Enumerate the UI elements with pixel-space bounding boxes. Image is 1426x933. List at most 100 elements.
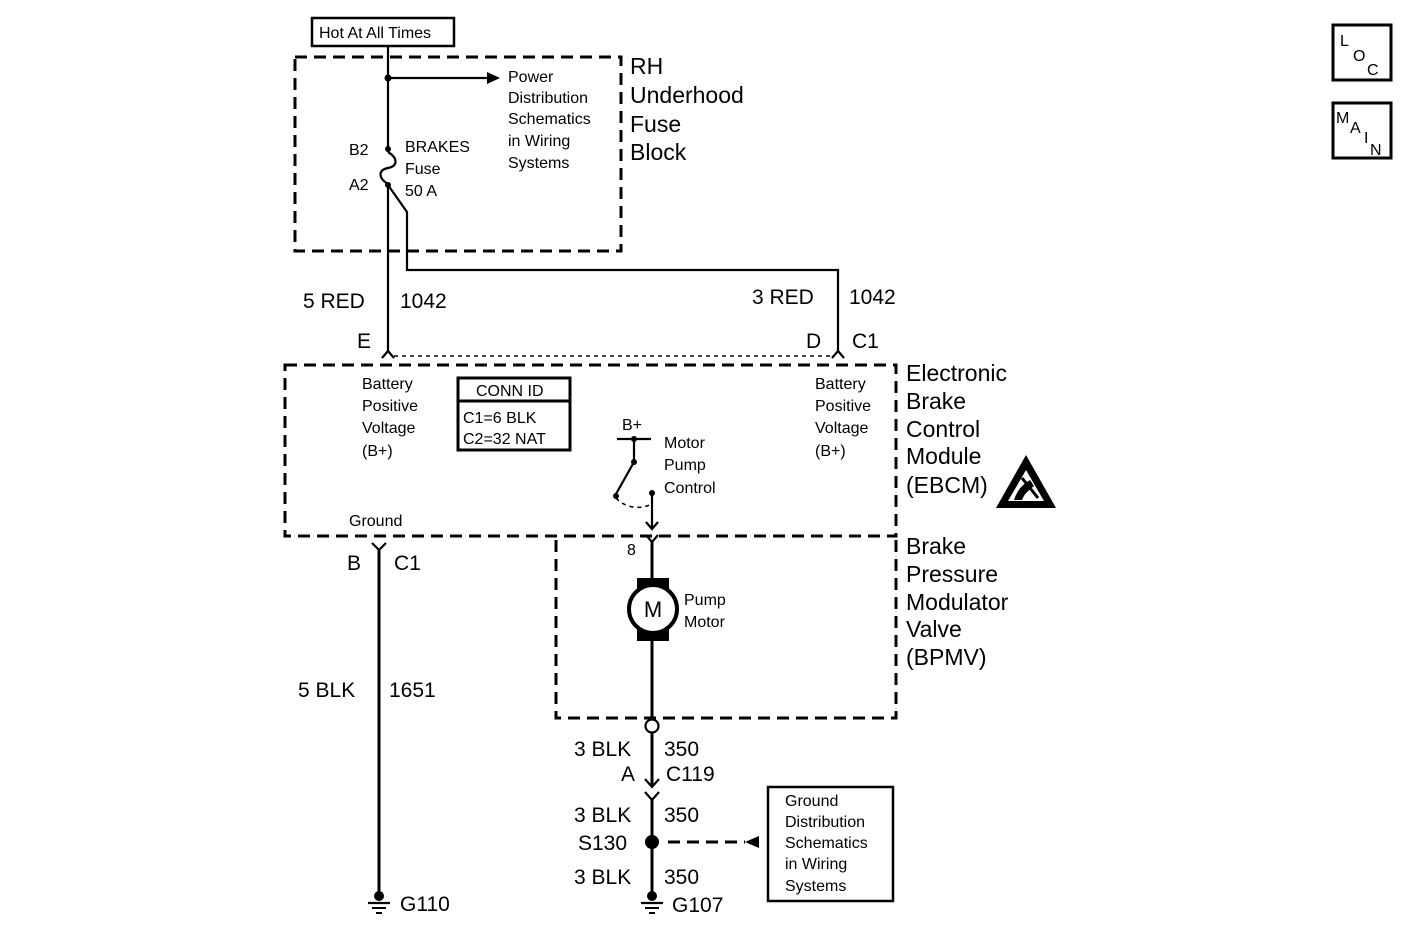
seg3-circuit-label: 350 <box>664 866 699 889</box>
pump-motor-icon: M <box>627 578 679 641</box>
mpc-line: Motor <box>664 435 706 452</box>
wire-right-circuit-label: 1042 <box>849 286 896 309</box>
main-letter: M <box>1336 110 1349 127</box>
conn-id-row: C2=32 NAT <box>463 431 546 448</box>
seg3-gauge-label: 3 BLK <box>574 866 631 889</box>
conn-id-title: CONN ID <box>476 383 544 400</box>
ebcm-ground-label: Ground <box>349 513 402 530</box>
connector-c1-bottom-label: C1 <box>394 552 421 575</box>
bplus-left-line: Positive <box>362 398 418 415</box>
hot-at-all-times-label: Hot At All Times <box>319 25 431 42</box>
ground-ref-line: Distribution <box>785 814 865 831</box>
fuse-block-name: RH Underhood Fuse Block <box>630 53 744 165</box>
ground-wire-gauge-label: 5 BLK <box>298 679 355 702</box>
esd-warning-icon <box>996 455 1056 508</box>
power-distribution-ref: Power Distribution Schematics in Wiring … <box>508 69 591 172</box>
pump-motor-label: Pump Motor <box>684 592 726 631</box>
wire-right-gauge-label: 3 RED <box>752 286 814 309</box>
bpmv-name-line: (BPMV) <box>906 644 987 670</box>
bpmv-name-line: Pressure <box>906 561 998 587</box>
pump-motor-label-line: Pump <box>684 592 726 609</box>
ground-g107-icon <box>641 891 663 914</box>
conn-id-row: C1=6 BLK <box>463 410 537 427</box>
ebcm-left-bplus: Battery Positive Voltage (B+) <box>362 376 418 460</box>
ground-wire-circuit-label: 1651 <box>389 679 436 702</box>
motor-symbol: M <box>644 597 662 622</box>
mpc-line: Pump <box>664 457 706 474</box>
c119-pin-a-label: A <box>621 763 635 786</box>
power-ref-line: Systems <box>508 155 569 172</box>
pin-8-label: 8 <box>627 542 636 559</box>
hot-at-all-times-box <box>310 16 456 48</box>
fuse-icon <box>379 151 397 185</box>
power-ref-line: Distribution <box>508 90 588 107</box>
connector-c119-upper-icon <box>644 778 660 789</box>
power-ref-line: Power <box>508 69 554 86</box>
ground-distribution-ref: Ground Distribution Schematics in Wiring… <box>785 793 868 895</box>
ground-ref-line: in Wiring <box>785 856 847 873</box>
bplus-left-line: Voltage <box>362 420 415 437</box>
wire-3-red-1042 <box>387 184 840 352</box>
loc-letter: L <box>1340 33 1349 50</box>
seg2-circuit-label: 350 <box>664 804 699 827</box>
fuse-block-outline <box>293 55 623 253</box>
bpmv-name-line: Modulator <box>906 589 1009 615</box>
loc-letter: C <box>1367 62 1379 79</box>
ebcm-name-line: Module <box>906 443 981 469</box>
power-ref-line: in Wiring <box>508 133 570 150</box>
motor-pump-control-label: Motor Pump Control <box>664 435 716 497</box>
ground-ref-arrow-icon <box>745 836 759 848</box>
main-letter: A <box>1350 120 1361 137</box>
pin-a2-label: A2 <box>349 177 369 194</box>
bplus-left-line: Battery <box>362 376 413 393</box>
brakes-fuse-label: BRAKES Fuse 50 A <box>405 139 470 200</box>
pin-d-label: D <box>806 330 821 353</box>
ebcm-right-bplus: Battery Positive Voltage (B+) <box>815 376 871 460</box>
ebcm-name-line: Control <box>906 416 980 442</box>
ground-g110-label: G110 <box>400 893 450 916</box>
loc-button[interactable]: L O C <box>1331 23 1393 82</box>
fuse-block-name-line: Underhood <box>630 82 744 108</box>
ground-ref-line: Schematics <box>785 835 868 852</box>
ground-g107-label: G107 <box>672 894 723 917</box>
connector-e-icon <box>381 349 395 359</box>
bplus-left-line: (B+) <box>362 443 393 460</box>
bplus-right-line: Battery <box>815 376 866 393</box>
connector-b-icon <box>371 542 387 552</box>
seg1-gauge-label: 3 BLK <box>574 738 631 761</box>
splice-s130-icon <box>645 835 659 849</box>
ebcm-name-line: Electronic <box>906 360 1007 386</box>
bpmv-name-line: Brake <box>906 533 966 559</box>
bplus-right-line: (B+) <box>815 443 846 460</box>
pin-e-label: E <box>357 330 371 353</box>
connector-c119-lower-icon <box>644 791 660 802</box>
fuse-block-name-line: Fuse <box>630 111 681 137</box>
splice-s130-label: S130 <box>578 832 627 855</box>
connector-c1-top-label: C1 <box>852 330 879 353</box>
ebcm-name-line: Brake <box>906 388 966 414</box>
power-ref-line: Schematics <box>508 111 591 128</box>
ebcm-name-line: (EBCM) <box>906 472 988 498</box>
bpmv-name: Brake Pressure Modulator Valve (BPMV) <box>906 533 1009 670</box>
ebcm-outline <box>283 363 898 538</box>
fuse-label-line: BRAKES <box>405 139 470 156</box>
seg1-circuit-label: 350 <box>664 738 699 761</box>
main-button[interactable]: M A I N <box>1331 101 1393 160</box>
ebcm-name: Electronic Brake Control Module (EBCM) <box>906 360 1007 498</box>
fuse-block-name-line: RH <box>630 53 663 79</box>
wire-left-gauge-label: 5 RED <box>303 290 365 313</box>
connector-d-icon <box>831 349 845 359</box>
wire-left-circuit-label: 1042 <box>400 290 447 313</box>
fuse-label-line: 50 A <box>405 183 437 200</box>
pin-b2-label: B2 <box>349 142 369 159</box>
ground-ref-box <box>766 785 895 903</box>
bpmv-name-line: Valve <box>906 616 962 642</box>
bplus-right-line: Positive <box>815 398 871 415</box>
power-ref-arrow-icon <box>487 72 500 84</box>
bplus-right-line: Voltage <box>815 420 868 437</box>
mpc-line: Control <box>664 480 716 497</box>
fuse-terminal-b2 <box>385 146 391 152</box>
connector-8-upper-icon <box>645 521 659 531</box>
bpmv-terminal-icon <box>644 718 660 734</box>
